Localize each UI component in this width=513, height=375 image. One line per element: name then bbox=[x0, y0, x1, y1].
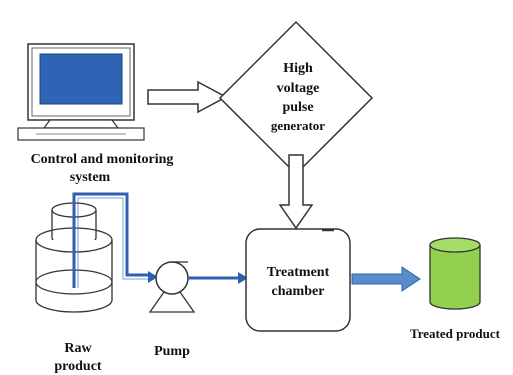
control-to-generator-arrow bbox=[147, 80, 228, 114]
treatment-chamber-box bbox=[245, 228, 351, 332]
generator-label-line4: generator bbox=[271, 118, 325, 133]
high-voltage-generator-diamond bbox=[218, 20, 374, 176]
chamber-label-line2: chamber bbox=[272, 284, 325, 299]
raw-product-label-line2: product bbox=[54, 359, 102, 374]
generator-label-line1: High bbox=[283, 61, 313, 76]
generator-label-line3: pulse bbox=[282, 100, 313, 115]
generator-label-line2: voltage bbox=[277, 81, 320, 96]
control-system-label-line1: Control and monitoring bbox=[31, 152, 174, 167]
pump-icon bbox=[148, 261, 196, 313]
pump-label: Pump bbox=[154, 344, 190, 359]
pump-to-chamber-pipe bbox=[188, 272, 248, 284]
raw-product-label-line1: Raw bbox=[64, 341, 92, 356]
monitor-screen bbox=[39, 53, 123, 105]
chamber-to-product-arrow bbox=[351, 266, 421, 292]
treated-product-label: Treated product bbox=[410, 326, 501, 341]
computer-icon bbox=[17, 43, 145, 141]
control-system-label-line2: system bbox=[70, 170, 111, 185]
generator-to-chamber-arrow bbox=[278, 154, 314, 230]
chamber-label-line1: Treatment bbox=[267, 265, 330, 280]
feed-pipe bbox=[72, 192, 158, 288]
treated-product-cylinder bbox=[429, 237, 481, 310]
